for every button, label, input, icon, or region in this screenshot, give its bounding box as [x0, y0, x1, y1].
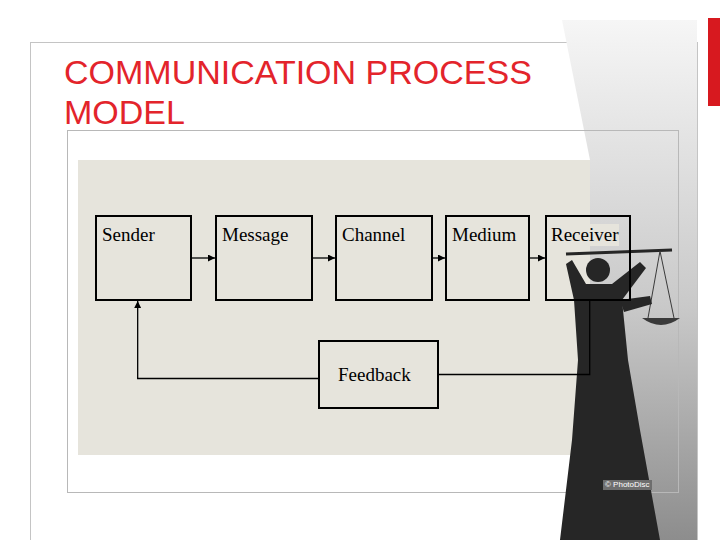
process-box: Channel [335, 215, 433, 301]
process-box: Sender [95, 215, 192, 301]
flow-arrow [192, 257, 215, 258]
flow-arrow [313, 257, 335, 258]
slide-title: COMMUNICATION PROCESS MODEL [64, 52, 604, 132]
diagram-panel [78, 160, 590, 455]
frame-line [697, 42, 698, 540]
box-label: Receiver [551, 224, 619, 246]
frame-line [30, 42, 31, 540]
photo-credit: © PhotoDisc [603, 480, 652, 490]
flow-arrow [138, 301, 318, 379]
flow-arrow [439, 301, 590, 375]
justice-statue [560, 250, 680, 540]
box-label: Feedback [338, 364, 419, 386]
flow-arrow [530, 257, 545, 258]
accent-bar [708, 18, 720, 106]
process-box: Medium [445, 215, 530, 301]
box-label: Medium [452, 224, 516, 246]
box-label: Message [222, 224, 288, 246]
box-label: Sender [102, 224, 155, 246]
box-label: Channel [342, 224, 405, 246]
process-box: Message [215, 215, 313, 301]
process-box: Feedback [318, 340, 439, 409]
process-box: Receiver [545, 215, 631, 301]
flow-arrow [433, 257, 445, 258]
